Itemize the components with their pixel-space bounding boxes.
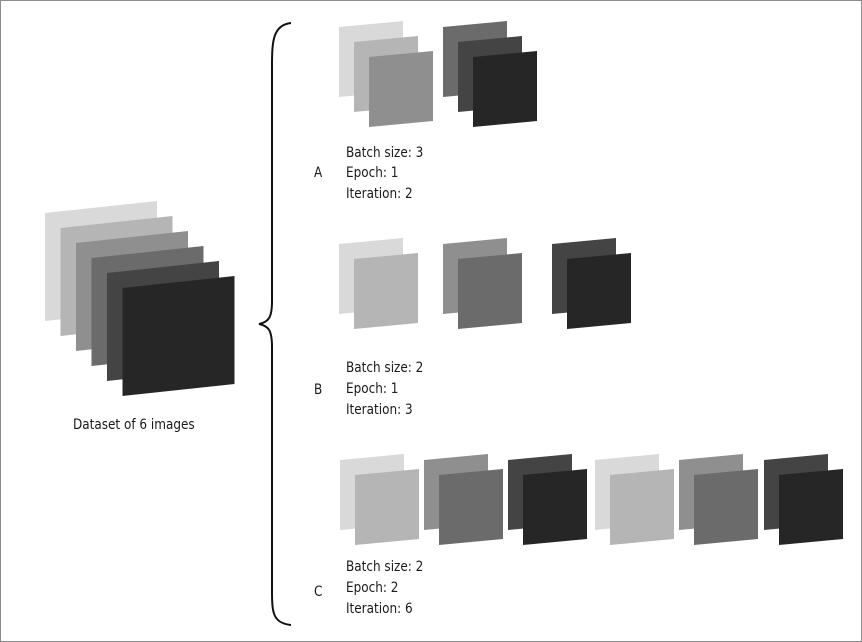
scenario-a-batch-2-image-6 bbox=[473, 51, 537, 127]
scenario-b-batch-3-image-6 bbox=[567, 253, 631, 329]
scenario-a-batch-1-image-3 bbox=[369, 51, 433, 127]
scenario-a-iteration: Iteration: 2 bbox=[346, 186, 413, 202]
scenario-c-batch-4-image-2 bbox=[610, 469, 674, 545]
scenario-a-batches bbox=[339, 21, 537, 127]
scenario-b-letter: B bbox=[314, 382, 323, 398]
scenario-c-batch-size: Batch size: 2 bbox=[346, 559, 424, 575]
scenario-c-batches bbox=[340, 454, 843, 545]
scenario-c-batch-2-image-4 bbox=[439, 469, 503, 545]
scenario-b-batch-1-image-2 bbox=[354, 253, 418, 329]
scenario-c-batch-6-image-6 bbox=[779, 469, 843, 545]
scenario-b-iteration: Iteration: 3 bbox=[346, 402, 413, 418]
scenario-a-epoch: Epoch: 1 bbox=[346, 165, 399, 181]
dataset-stack bbox=[45, 201, 235, 396]
scenario-a-letter: A bbox=[314, 165, 323, 181]
scenario-b-batches bbox=[339, 238, 631, 329]
scenario-b-epoch: Epoch: 1 bbox=[346, 381, 399, 397]
dataset-label: Dataset of 6 images bbox=[73, 417, 195, 433]
scenario-c-batch-5-image-4 bbox=[694, 469, 758, 545]
scenario-b-batch-size: Batch size: 2 bbox=[346, 360, 424, 376]
curly-brace bbox=[258, 22, 292, 626]
scenario-c-batch-3-image-6 bbox=[523, 469, 587, 545]
scenario-b-batch-2-image-4 bbox=[458, 253, 522, 329]
scenario-a-batch-size: Batch size: 3 bbox=[346, 145, 424, 161]
scenario-c-epoch: Epoch: 2 bbox=[346, 580, 399, 596]
scenario-c-iteration: Iteration: 6 bbox=[346, 601, 413, 617]
scenario-c-letter: C bbox=[314, 584, 323, 600]
scenario-c-batch-1-image-2 bbox=[355, 469, 419, 545]
dataset-image-6 bbox=[122, 276, 235, 396]
